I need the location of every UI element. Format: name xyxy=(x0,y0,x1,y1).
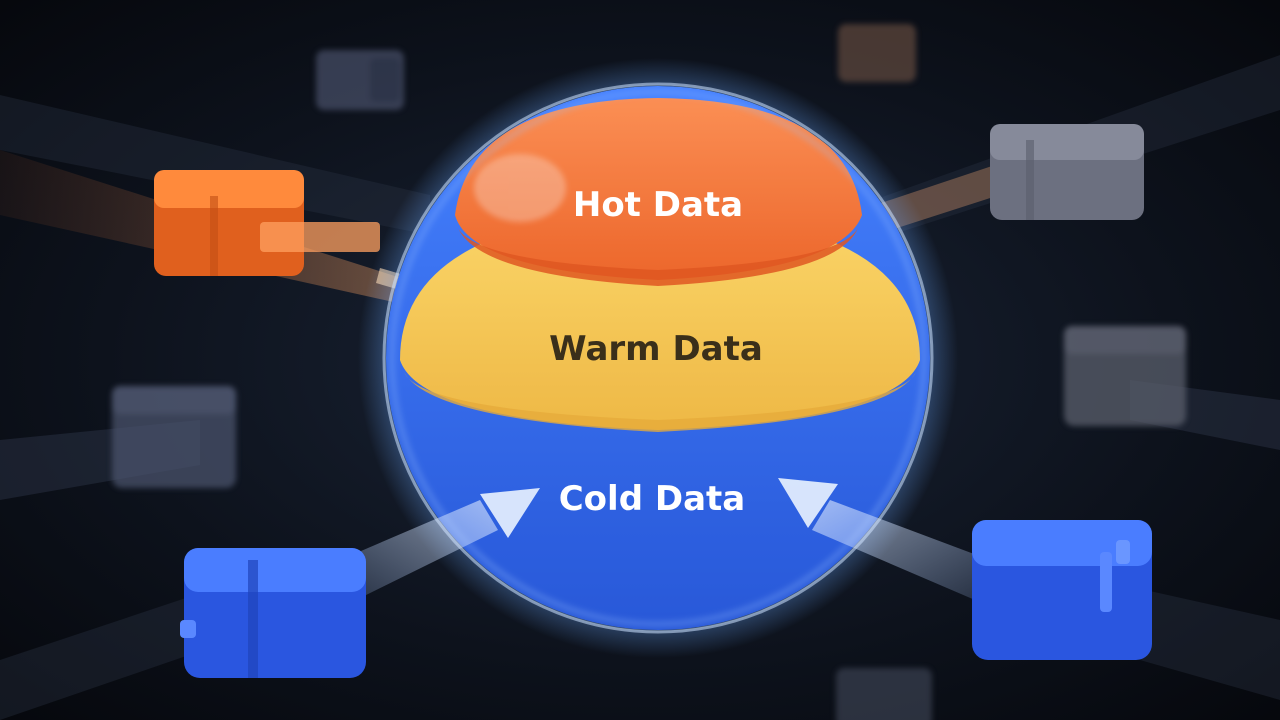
cold-ingest-beam-left xyxy=(340,500,498,600)
hot-data-label: Hot Data xyxy=(573,185,743,225)
cold-ingest-beam-right xyxy=(812,500,990,600)
inactive-block-left xyxy=(112,386,236,488)
cold-data-label: Cold Data xyxy=(559,479,746,519)
hot-tier-body xyxy=(455,98,862,280)
sphere-shell-inner-ring xyxy=(389,89,927,627)
inactive-block-right xyxy=(1064,326,1186,426)
hot-data-block xyxy=(154,170,380,276)
hot-tier-lip xyxy=(458,228,858,286)
cold-ingest-arrow-left xyxy=(480,488,540,538)
inactive-block-upper-right xyxy=(990,124,1144,220)
cold-data-block-left xyxy=(180,548,366,678)
inactive-block-top-right xyxy=(838,24,916,82)
warm-data-label: Warm Data xyxy=(549,329,763,369)
cold-data-block-right xyxy=(972,520,1152,660)
cold-ingest-arrow-right xyxy=(778,478,838,528)
inactive-block-top-left xyxy=(316,50,404,110)
inactive-block-bottom xyxy=(836,668,932,720)
hot-tier-highlight xyxy=(474,154,566,222)
warm-tier-lip xyxy=(404,372,916,432)
